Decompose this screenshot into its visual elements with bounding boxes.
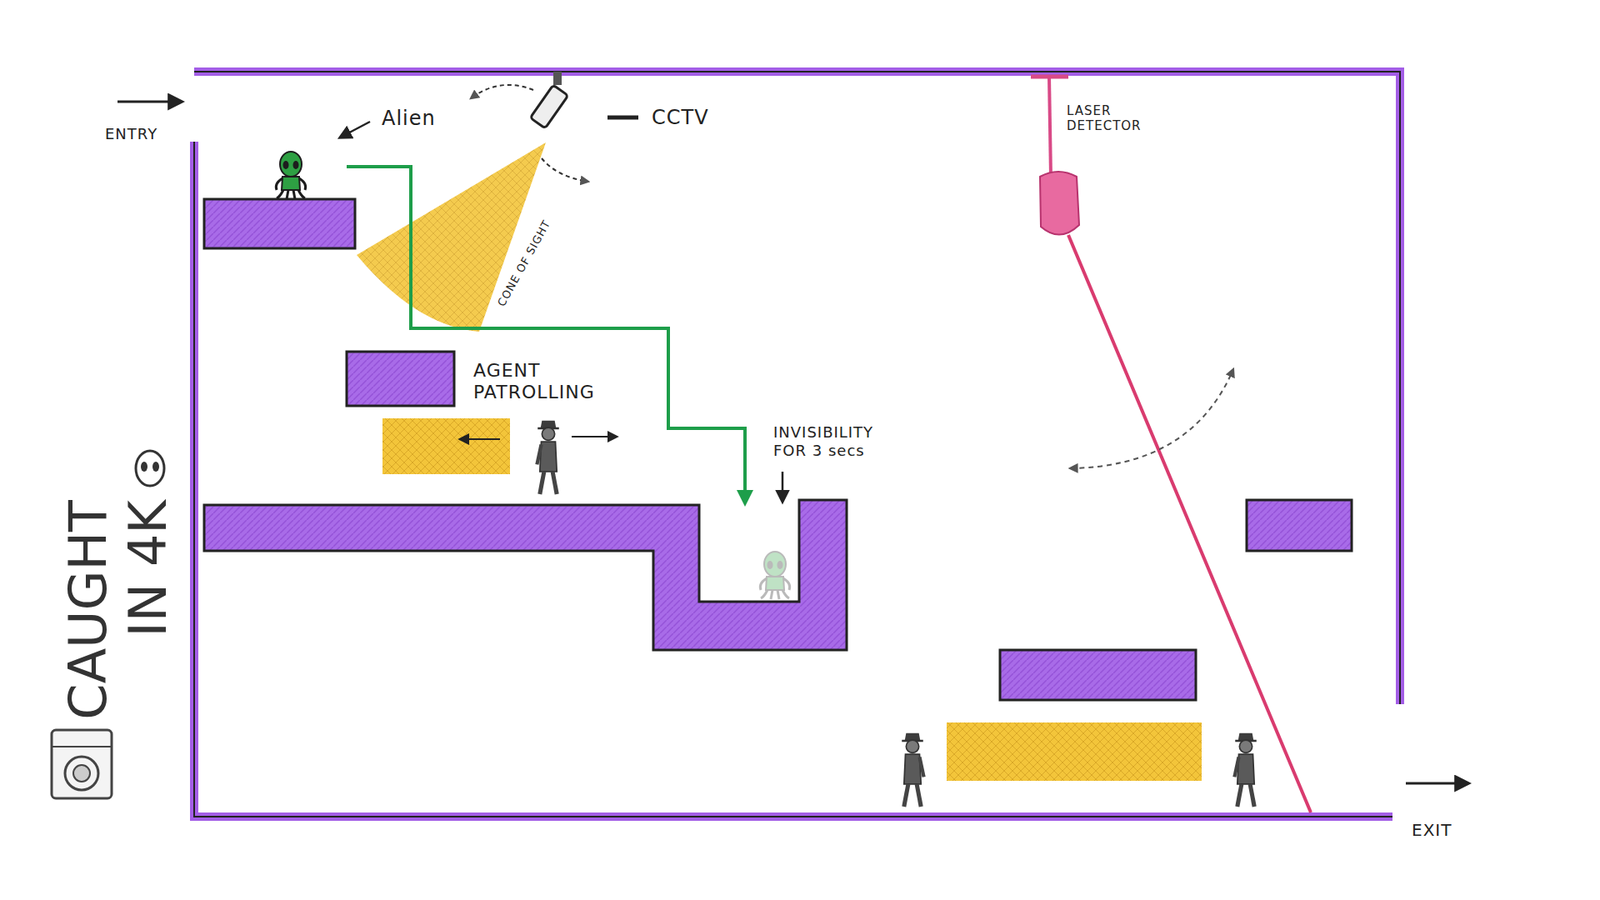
- laser-label: LASER DETECTOR: [1066, 103, 1167, 134]
- patrol-arrow-left: [460, 438, 500, 440]
- invisibility-label: INVISIBILITY FOR 3 secs: [773, 423, 911, 460]
- level-walls: [194, 71, 1400, 817]
- cone-label: CONE OF SIGHT: [495, 217, 554, 309]
- alien-sprite: [275, 151, 305, 200]
- entry-arrow: [117, 100, 182, 104]
- guard-left: [901, 733, 924, 807]
- agent-label: AGENT PATROLLING: [473, 360, 632, 405]
- invisible-alien: [760, 551, 790, 600]
- alien-emoji: [135, 450, 165, 486]
- patrol-arrow-right: [571, 435, 617, 438]
- cone-of-sight: [356, 142, 546, 332]
- cctv-label: CCTV: [651, 105, 710, 130]
- cctv-camera: [470, 71, 639, 182]
- guard-vision: [946, 722, 1202, 781]
- invisibility-pointer: [781, 471, 785, 502]
- camera-icon: [51, 730, 112, 799]
- game-title: CAUGHT IN 4K: [58, 500, 179, 750]
- exit-label: EXIT: [1411, 820, 1452, 840]
- laser-detector: [1030, 76, 1311, 813]
- alien-label: Alien: [381, 106, 436, 131]
- guard-right: [1234, 733, 1256, 807]
- alien-pointer: [340, 121, 370, 138]
- patrol-agent: [536, 420, 559, 495]
- exit-arrow: [1405, 782, 1469, 785]
- entry-label: ENTRY: [105, 125, 158, 144]
- agent-vision: [382, 418, 510, 475]
- alien-route: [346, 166, 745, 504]
